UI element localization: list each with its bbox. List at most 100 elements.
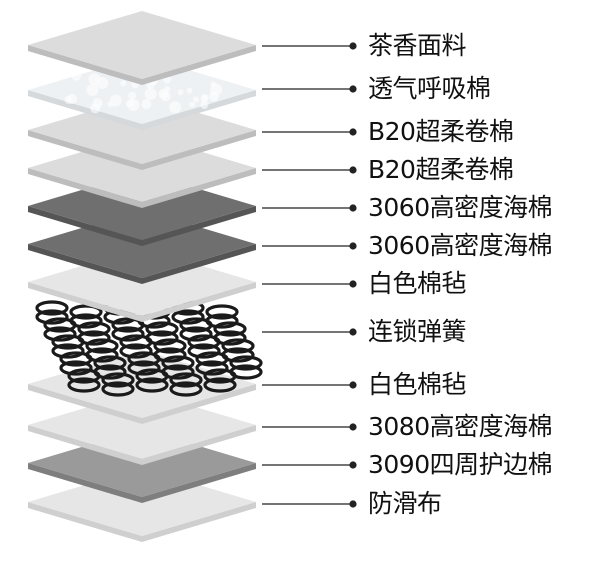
layer-breathable-cotton-fiber [92,98,103,109]
spring-coil [229,355,263,371]
spring-coil [213,321,247,337]
layer-breathable-cotton-fiber [202,94,209,101]
spring-coil [145,321,179,337]
leader-6-dot [349,280,357,288]
leader-4-dot [349,204,357,212]
spring-coil [69,304,103,320]
spring-coil [35,309,69,325]
layer-breathable-cotton-fiber [141,99,152,109]
label-white-felt-2: 白色棉毡 [368,370,467,399]
layer-white-felt-1-side-left [28,282,142,322]
spring-coil [93,355,127,371]
spring-coil [59,360,93,376]
spring-coil [67,368,101,384]
label-3080-foam: 3080高密度海棉 [368,412,553,441]
layer-breathable-cotton-fiber [107,101,114,108]
layer-breathable-cotton [28,56,256,124]
leader-2-dot [349,128,357,136]
spring-coil [179,317,213,333]
layer-3060-foam-2-side-right [142,244,256,284]
spring-coil [187,334,221,350]
label-tea-fabric: 茶香面料 [368,31,467,60]
layer-3090-edge-cotton-side-left [28,463,142,503]
label-3060-foam-1: 3060高密度海棉 [368,193,553,222]
spring-coil [161,355,195,371]
spring-coil [127,351,161,367]
spring-coil [51,334,85,350]
label-white-felt-1: 白色棉毡 [368,269,467,298]
layer-breathable-cotton-fiber [71,70,82,81]
leader-7-dot [349,328,357,336]
spring-coil [203,377,237,393]
layer-anti-slip-cloth-side-left [28,502,142,542]
layer-breathable-cotton-fiber [189,101,196,108]
spring-coil [205,304,239,320]
label-b20-soft-roll-2: B20超柔卷棉 [368,155,514,184]
layer-white-felt-2-side-left [28,384,142,424]
layer-white-felt-1-side-right [142,282,256,322]
leader-3-dot [349,166,357,174]
spring-coil [195,360,229,376]
spring-coil [221,338,255,354]
layer-breathable-cotton-fiber [144,88,157,100]
layer-breathable-cotton-fiber [210,81,217,88]
spring-coil [59,351,93,367]
spring-coil [169,372,203,388]
layer-breathable-cotton-fiber [125,99,134,108]
layer-breathable-cotton-fiber [193,96,199,103]
leader-11-dot [349,500,357,508]
spring-coil [85,338,119,354]
spring-coil [153,338,187,354]
layer-b20-soft-roll-1-side-left [28,130,142,170]
layer-breathable-cotton-fiber [64,66,71,73]
spring-coil [203,368,237,384]
label-anti-slip-cloth: 防滑布 [368,489,442,518]
spring-coil [187,343,221,359]
layer-breathable-cotton-fiber [200,101,209,110]
spring-coil [35,300,69,316]
label-b20-soft-roll-1: B20超柔卷棉 [368,117,514,146]
layer-breathable-cotton-fiber [128,91,137,100]
layer-b20-soft-roll-2-side-right [142,168,256,208]
layer-b20-soft-roll-2-side-left [28,168,142,208]
leader-8-dot [349,381,357,389]
leader-9-dot [349,423,357,431]
leader-0-dot [349,42,357,50]
layer-3060-foam-2-side-left [28,244,142,284]
layer-3090-edge-cotton-side-right [142,463,256,503]
layer-3060-foam-1-side-right [142,206,256,246]
layer-breathable-cotton-fiber [120,80,127,87]
layer-tea-fabric-side-right [142,45,256,85]
layer-3080-foam [28,391,256,459]
spring-coil [111,326,145,342]
layer-breathable-cotton-side-right [142,90,256,130]
spring-coil [101,381,135,397]
spring-coil [195,351,229,367]
leader-10-dot [349,461,357,469]
layer-white-felt-2-side-right [142,384,256,424]
spring-coil [119,343,153,359]
layer-breathable-cotton-fiber [96,77,109,89]
label-linked-springs: 连锁弹簧 [368,317,467,346]
layer-3060-foam-1-side-left [28,206,142,246]
spring-coil [43,326,77,342]
layer-breathable-cotton-side-left [28,90,142,130]
spring-coil [169,381,203,397]
layer-breathable-cotton-fiber [169,101,182,114]
leader-5-dot [349,242,357,250]
layer-breathable-cotton-fiber [177,89,184,96]
label-3060-foam-2: 3060高密度海棉 [368,231,553,260]
spring-coil [51,343,85,359]
leader-1-dot [349,85,357,93]
spring-coil [101,372,135,388]
layer-tea-fabric-side-left [28,45,142,85]
layer-anti-slip-cloth-side-right [142,502,256,542]
spring-coil [171,309,205,325]
spring-coil [135,368,169,384]
layer-breathable-cotton-fiber [86,84,99,96]
label-breathable-cotton: 透气呼吸棉 [368,74,491,103]
spring-coil [111,317,145,333]
spring-coil [135,377,169,393]
